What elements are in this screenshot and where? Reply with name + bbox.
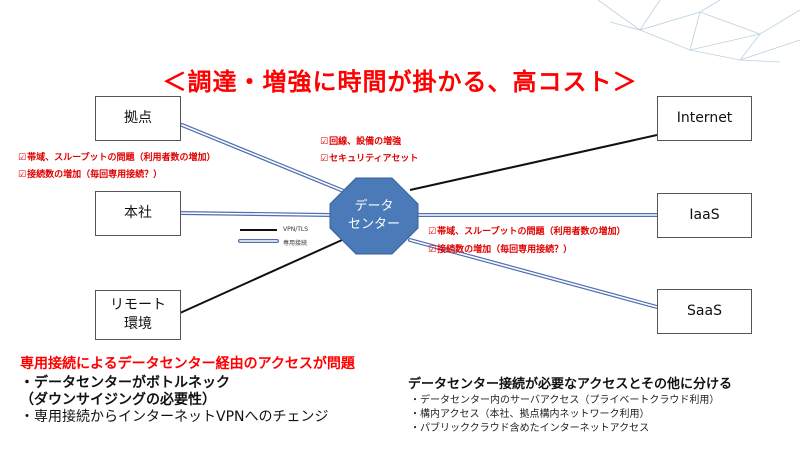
node-honsha-label: 本社 [124,205,152,222]
note-top-upgrade: 回線、設備の増強 [320,137,418,149]
legend-vpn-label: VPN/TLS [283,226,309,233]
note-top-security: セキュリティアセット [320,154,418,166]
line-dc-internet [409,134,658,191]
node-saas: SaaS [657,289,752,334]
vpn-lines [179,134,658,314]
node-kyoten: 拠点 [95,96,181,141]
note-left-connections: 接続数の増加（毎回専用接続？） [18,170,216,182]
bottom-left-line-2: （ダウンサイジングの必要性） [20,392,216,408]
bottom-left-line-1: ・データセンターがボトルネック [20,375,230,391]
bottom-right-heading: データセンター接続が必要なアクセスとその他に分ける [408,377,732,392]
datacenter-label-2: センター [347,217,400,233]
node-honsha: 本社 [95,191,181,236]
datacenter-node [329,177,419,255]
datacenter-label: データ センター [329,198,419,234]
note-right-bandwidth: 帯域、スループットの問題（利用者数の増加） [428,227,625,239]
note-right-connections: 接続数の増加（毎回専用接続？） [428,245,626,257]
note-left-bandwidth: 帯域、スループットの問題（利用者数の増加） [18,153,215,165]
node-kyoten-label: 拠点 [124,110,152,127]
page-title: ＜調達・増強に時間が掛かる、高コスト＞ [162,68,638,96]
bottom-left-line-3: ・専用接続からインターネットVPNへのチェンジ [20,409,329,425]
bottom-right-line-2: ・構内アクセス（本社、拠点構内ネットワーク利用） [410,409,650,420]
line-honsha-dc [178,211,332,217]
legend-dedicated-label: 専用接続 [283,240,308,247]
corner-decoration [597,0,800,63]
line-kyoten-dc [180,123,348,194]
notes-top: 回線、設備の増強 セキュリティアセット [320,137,418,165]
node-remote-label-1: リモート [110,297,166,314]
line-remote-dc [179,239,343,314]
bottom-right-line-3: ・パブリッククラウド含めたインターネットアクセス [410,423,650,434]
datacenter-label-1: データ [354,199,394,214]
problem-title: 専用接続によるデータセンター経由のアクセスが問題 [20,356,355,372]
notes-right: 帯域、スループットの問題（利用者数の増加） 接続数の増加（毎回専用接続？） [428,227,626,257]
bottom-right-line-1: ・データセンター内のサーバアクセス（プライベートクラウド利用） [410,395,720,406]
notes-left: 帯域、スループットの問題（利用者数の増加） 接続数の増加（毎回専用接続？） [18,153,216,182]
node-iaas-label: IaaS [689,207,720,224]
node-remote-label-2: 環境 [124,316,152,332]
node-iaas: IaaS [657,193,752,238]
node-remote: リモート 環境 [95,290,181,340]
node-saas-label: SaaS [687,303,722,320]
node-internet: Internet [657,96,752,141]
node-internet-label: Internet [676,110,733,127]
